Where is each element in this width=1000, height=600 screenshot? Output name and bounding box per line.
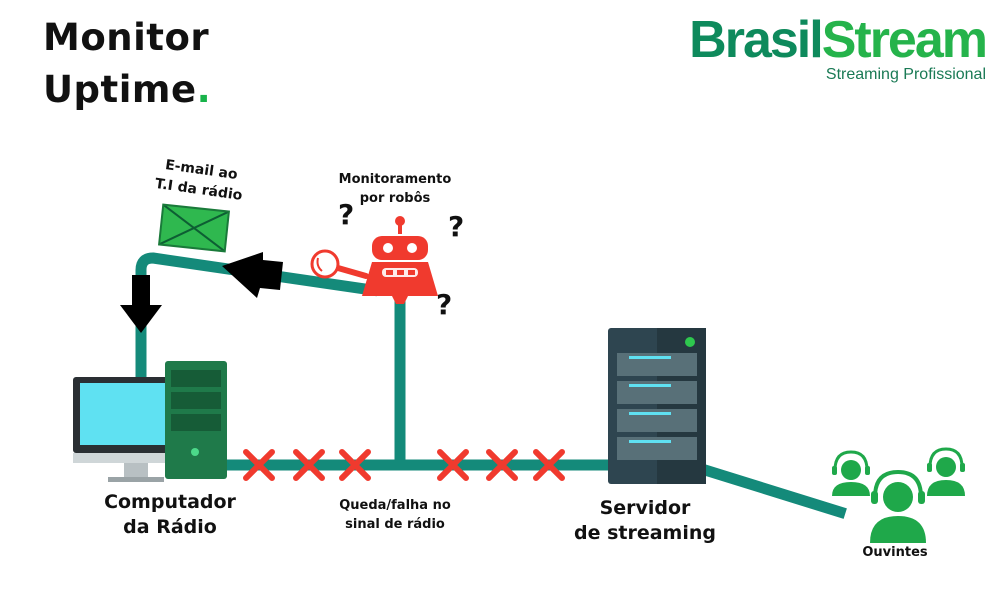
question-mark: ? <box>448 210 465 243</box>
cross-icon <box>437 449 469 481</box>
signal-failure-label: Queda/falha no sinal de rádio <box>339 498 451 532</box>
envelope-icon <box>157 203 231 253</box>
failure-crosses <box>243 449 565 481</box>
arrow-icon-left <box>222 252 283 298</box>
title-line-2: Uptime. <box>43 64 211 116</box>
page-title: Monitor Uptime. <box>43 12 211 116</box>
robots-label: Monitoramento por robôs <box>338 172 452 206</box>
headset-user-icon-left <box>832 450 870 496</box>
brand-name-part1: Brasil <box>689 11 824 69</box>
computer-tower-icon <box>165 361 227 479</box>
line-computer-to-robot <box>135 252 379 386</box>
cross-icon <box>339 449 371 481</box>
headset-user-icon-right <box>927 447 965 496</box>
line-server-to-listeners <box>698 463 847 519</box>
headset-user-icon-center <box>870 469 926 543</box>
server-icon <box>608 328 706 484</box>
listeners-label: Ouvintes <box>862 545 928 560</box>
magnifier-icon <box>310 249 369 279</box>
title-line-2-text: Uptime <box>43 68 197 111</box>
brand-tagline: Streaming Profissional <box>825 66 986 83</box>
question-mark: ? <box>436 288 453 321</box>
cross-icon <box>243 449 275 481</box>
brand-name-part2: Stream <box>821 11 988 69</box>
brand-logo: BrasilStream Streaming Profissional <box>666 11 988 84</box>
title-dot: . <box>196 68 212 111</box>
cross-icon <box>293 449 325 481</box>
question-mark: ? <box>338 198 355 231</box>
server-label: Servidor de streaming <box>573 497 716 544</box>
arrow-icon-down <box>120 275 162 333</box>
title-line-1: Monitor <box>43 16 210 59</box>
cross-icon <box>533 449 565 481</box>
robot-icon <box>362 216 438 304</box>
cross-icon <box>486 449 518 481</box>
computer-label: Computador da Rádio <box>104 491 236 538</box>
brand-name: BrasilStream <box>666 11 988 69</box>
